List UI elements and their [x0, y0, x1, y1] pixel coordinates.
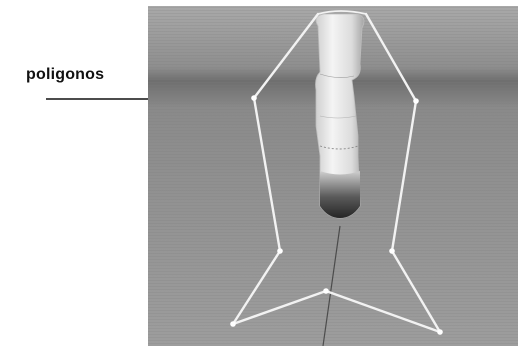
3d-viewport-render [148, 6, 518, 346]
